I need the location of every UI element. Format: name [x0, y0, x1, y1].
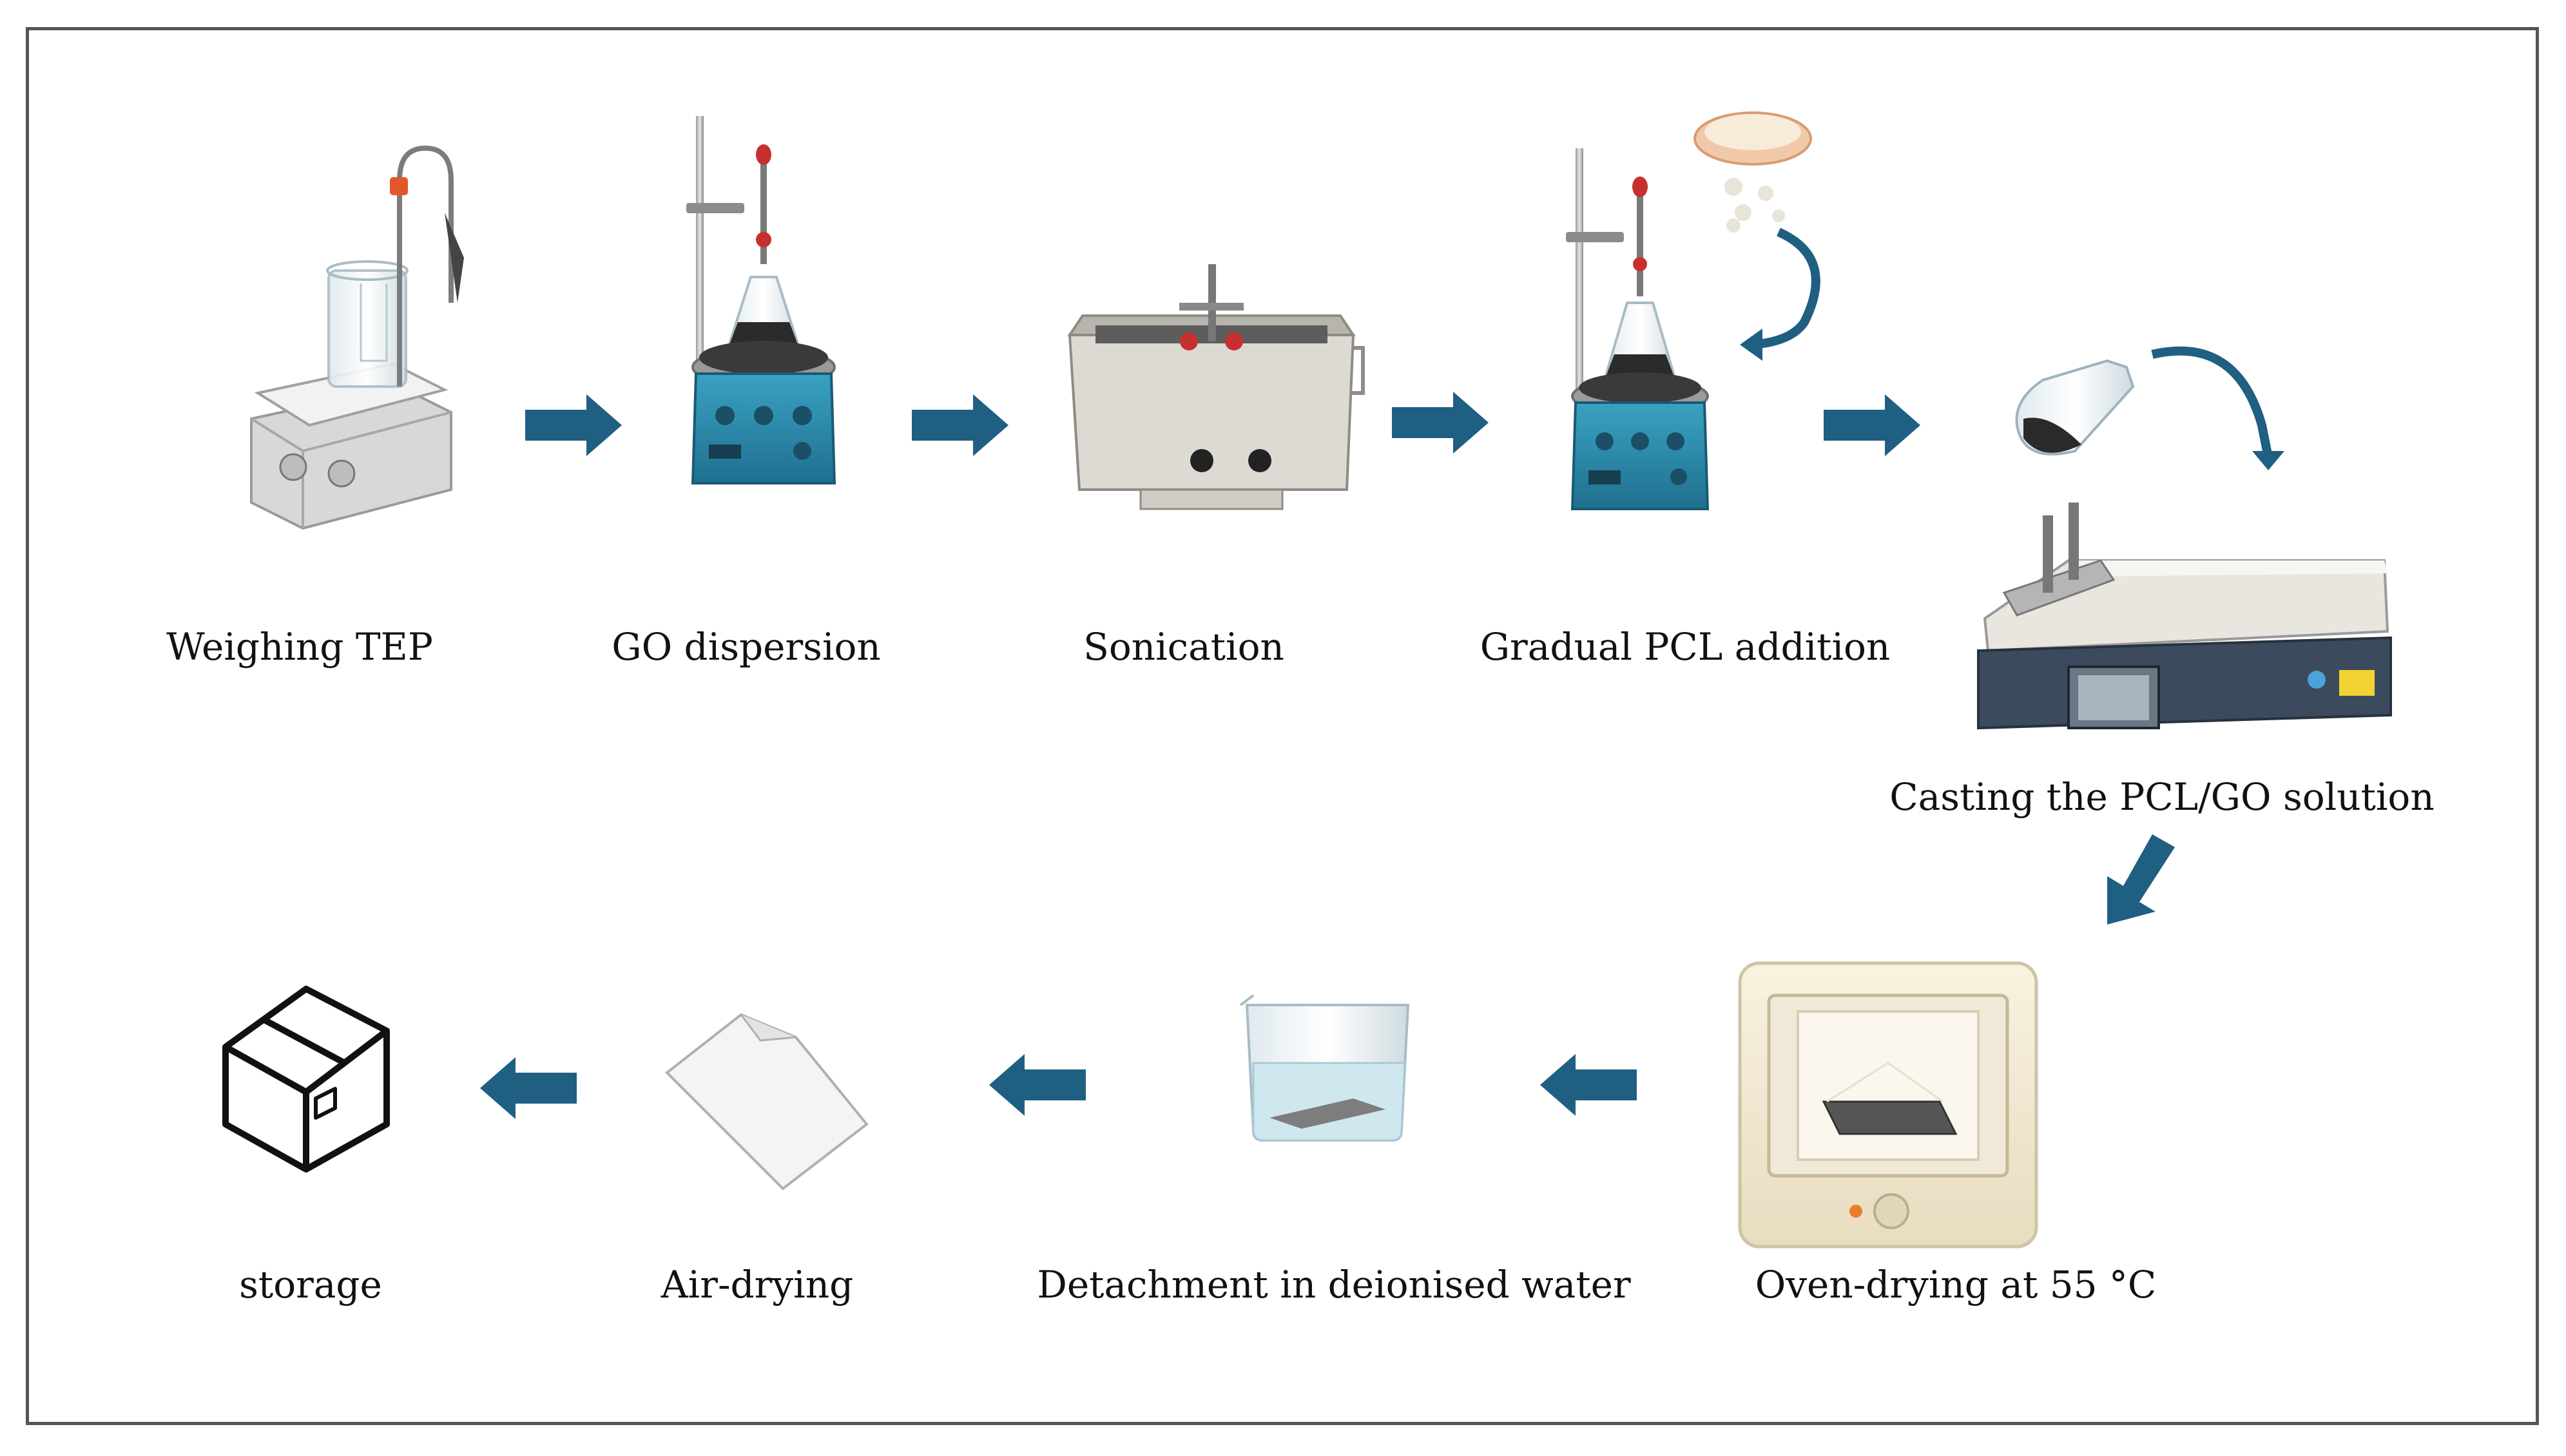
magnetic-stirrer-icon	[250, 145, 464, 530]
arrow-airdrying-to-storage	[480, 1057, 577, 1119]
arrow-sonication-to-addition	[1392, 392, 1489, 454]
arrow-detachment-to-airdrying	[989, 1054, 1086, 1116]
label-gradual-pcl-addition: Gradual PCL addition	[1480, 625, 1891, 669]
arrow-addition-to-casting	[1824, 394, 1920, 456]
label-weighing-tep: Weighing TEP	[166, 625, 433, 669]
arrow-casting-to-oven	[2107, 834, 2175, 924]
beaker-film-icon	[1239, 994, 1410, 1142]
arrow-dispersion-to-sonication	[912, 394, 1008, 456]
flask-pour-icon	[2015, 346, 2284, 470]
stirrer-with-flask-icon	[686, 116, 836, 484]
label-go-dispersion: GO dispersion	[612, 625, 881, 669]
oven-icon	[1738, 961, 2038, 1249]
label-casting: Casting the PCL/GO solution	[1889, 775, 2435, 819]
arrow-weighing-to-dispersion	[525, 394, 622, 456]
ultrasonic-bath-icon	[1067, 264, 1365, 510]
label-sonication: Sonication	[1083, 625, 1284, 669]
label-storage: storage	[239, 1263, 382, 1307]
label-detachment: Detachment in deionised water	[1037, 1263, 1631, 1307]
arrow-oven-to-detachment	[1540, 1054, 1637, 1116]
pcl-bowl-icon	[1693, 111, 1820, 361]
film-applicator-icon	[1977, 503, 2392, 730]
stirrer-with-flask-icon-2	[1566, 148, 1710, 510]
label-air-drying: Air-drying	[661, 1263, 854, 1307]
box-icon	[222, 986, 390, 1173]
label-oven-drying: Oven-drying at 55 °C	[1755, 1263, 2157, 1307]
paper-sheet-icon	[664, 1013, 869, 1191]
